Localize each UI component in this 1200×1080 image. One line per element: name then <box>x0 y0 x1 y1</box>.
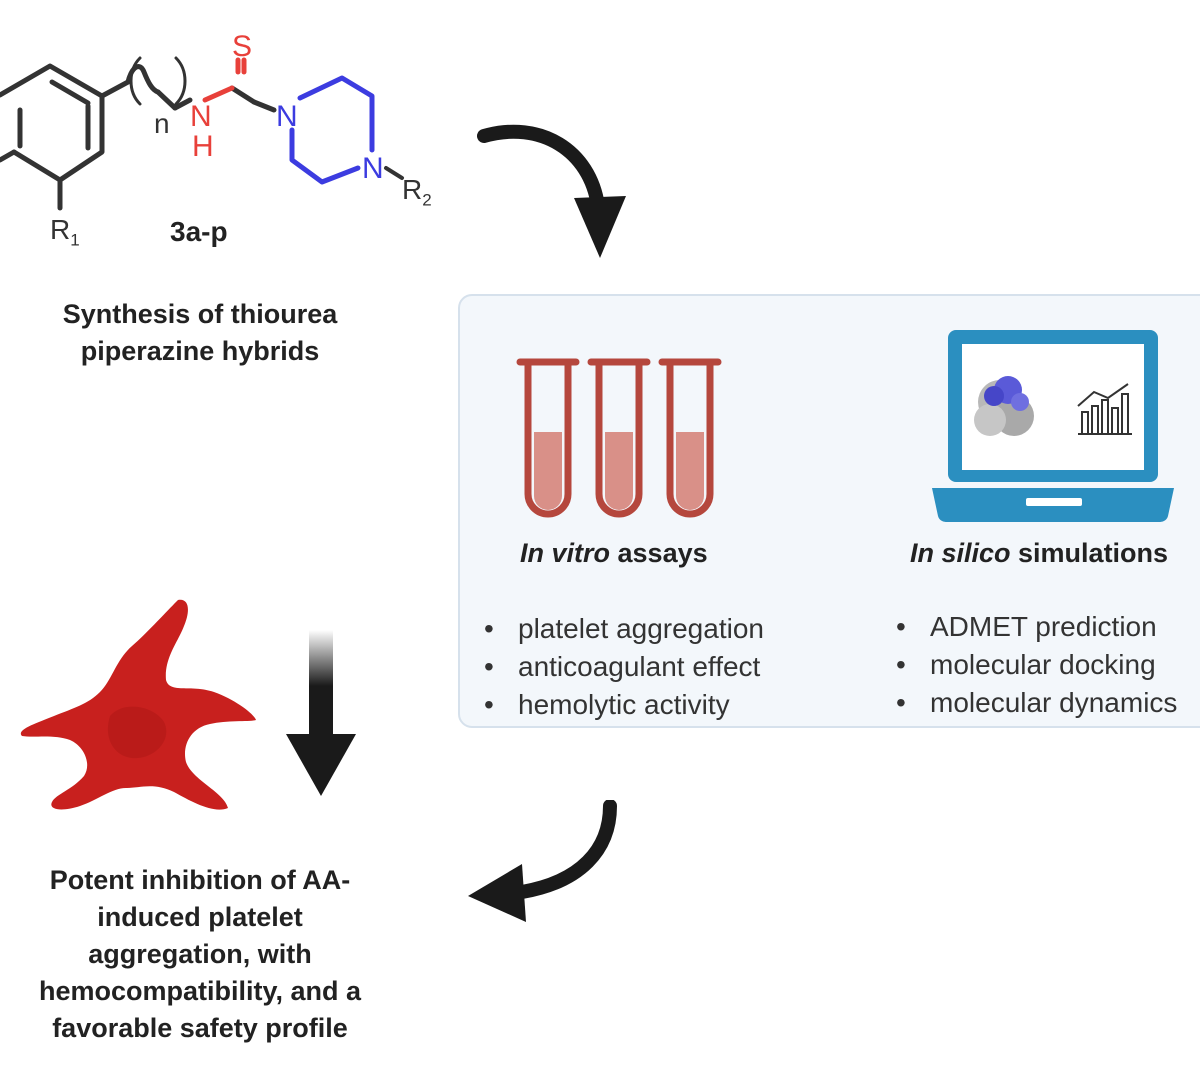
chemical-structure <box>0 56 404 211</box>
synthesis-caption: Synthesis of thiourea piperazine hybrids <box>20 296 380 370</box>
in-vitro-list: platelet aggregation anticoagulant effec… <box>484 610 764 724</box>
list-item: anticoagulant effect <box>484 648 764 686</box>
laptop-icon <box>932 330 1174 523</box>
protein-structure-icon <box>974 376 1034 436</box>
substituent-R1: R1 <box>50 214 80 250</box>
curved-arrow-down-icon <box>477 124 626 258</box>
result-line: aggregation, with <box>88 939 312 969</box>
list-item: molecular dynamics <box>896 684 1177 722</box>
list-item: hemolytic activity <box>484 686 764 724</box>
result-line: induced platelet <box>97 902 303 932</box>
down-arrow-icon <box>286 630 356 796</box>
atom-N1: N <box>276 100 298 133</box>
synthesis-line-2: piperazine hybrids <box>80 336 320 366</box>
curved-arrow-left-icon <box>468 800 617 922</box>
atom-N-amide: N <box>190 100 212 133</box>
result-caption: Potent inhibition of AA- induced platele… <box>0 862 400 1047</box>
atom-H: H <box>192 130 214 163</box>
repeat-n: n <box>154 108 170 139</box>
platelet-icon <box>20 599 256 810</box>
result-line: Potent inhibition of AA- <box>49 865 351 895</box>
result-line: hemocompatibility, and a <box>38 976 362 1006</box>
result-line: favorable safety profile <box>52 1013 348 1043</box>
in-silico-list: ADMET prediction molecular docking molec… <box>896 608 1177 722</box>
atom-N4: N <box>362 152 384 185</box>
mini-chart-icon <box>1077 383 1132 435</box>
list-item: ADMET prediction <box>896 608 1177 646</box>
list-item: platelet aggregation <box>484 610 764 648</box>
in-silico-heading: In silico simulations <box>910 538 1169 568</box>
compound-code: 3a-p <box>170 216 228 247</box>
substituent-R2: R2 <box>402 174 432 210</box>
list-item: molecular docking <box>896 646 1177 684</box>
test-tubes-icon <box>516 358 722 518</box>
atom-S: S <box>232 30 253 63</box>
in-vitro-heading: In vitro assays <box>520 538 708 568</box>
synthesis-line-1: Synthesis of thiourea <box>62 299 338 329</box>
